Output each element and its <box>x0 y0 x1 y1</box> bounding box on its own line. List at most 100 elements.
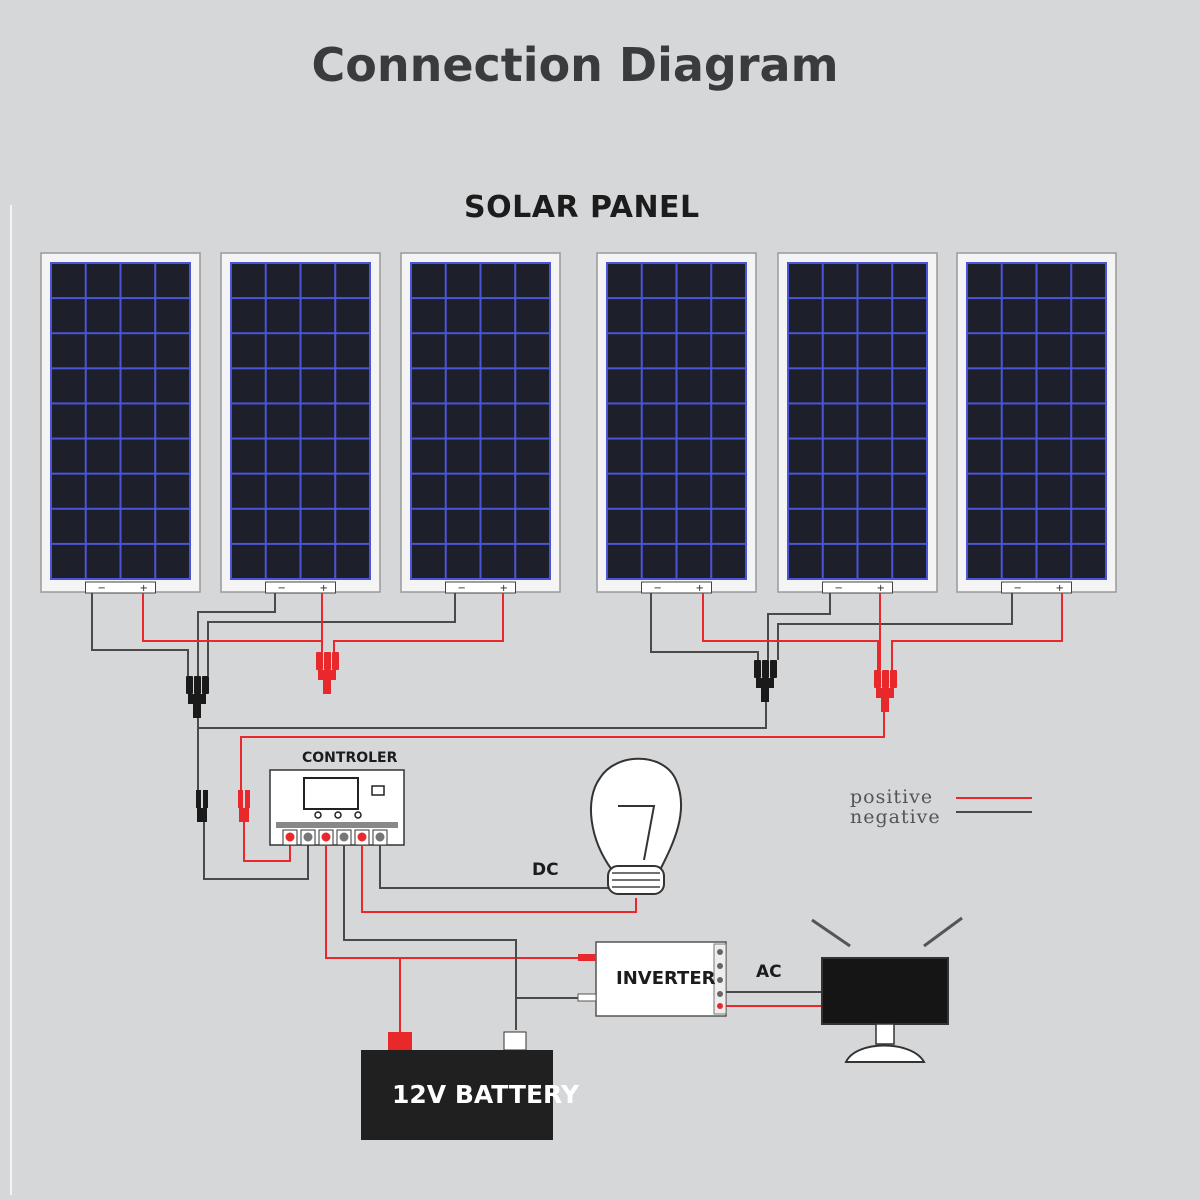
panel-cell <box>481 299 515 333</box>
panel-cell <box>86 474 120 508</box>
panel-cell <box>677 299 711 333</box>
junction-negative-symbol: − <box>654 583 662 594</box>
panel-cell <box>1037 264 1071 298</box>
junction-negative-symbol: − <box>835 583 843 594</box>
negative-wire <box>777 593 1013 660</box>
panel-cell <box>266 544 300 578</box>
tv-antenna <box>811 918 851 948</box>
panel-cell <box>412 544 445 578</box>
inverter-positive-terminal <box>578 954 596 961</box>
battery-positive-terminal <box>388 1032 412 1050</box>
solar-panel: −+ <box>40 252 201 594</box>
panel-cell <box>968 439 1001 473</box>
panel-cell <box>412 334 445 368</box>
connector-body <box>197 808 207 822</box>
connector-body <box>239 808 249 822</box>
page-title: Connection Diagram <box>311 38 839 92</box>
panel-cell <box>858 404 892 438</box>
panel-cell <box>712 299 745 333</box>
legend-positive: positive <box>850 786 934 808</box>
positive-wire <box>333 593 504 652</box>
junction-positive-symbol: + <box>696 583 704 594</box>
panel-cell <box>968 544 1001 578</box>
connector-pin <box>324 652 331 670</box>
panel-cell <box>301 439 335 473</box>
panel-cell <box>677 509 711 543</box>
panel-cell <box>336 264 369 298</box>
panel-cell <box>232 439 265 473</box>
panel-cell <box>858 544 892 578</box>
panel-cell <box>86 299 120 333</box>
panel-cell <box>642 509 676 543</box>
panel-cell <box>712 474 745 508</box>
panel-cell <box>516 474 549 508</box>
panel-cell <box>481 439 515 473</box>
panel-cell <box>789 544 822 578</box>
inverter-port <box>717 991 723 997</box>
panel-cell <box>823 334 857 368</box>
panel-cell <box>156 299 189 333</box>
panel-cell <box>712 264 745 298</box>
negative-trunk-wire <box>197 702 767 729</box>
connector-pin <box>762 660 769 678</box>
connector-tail <box>323 680 331 694</box>
connector-body <box>756 678 774 688</box>
connector-pin <box>754 660 761 678</box>
negative-wire <box>203 822 309 880</box>
panel-cell <box>968 404 1001 438</box>
junction-box <box>85 581 156 594</box>
bulb-filament <box>618 805 656 861</box>
panel-cell <box>516 509 549 543</box>
panel-cell <box>412 474 445 508</box>
panel-cell <box>642 369 676 403</box>
panel-cell <box>446 474 480 508</box>
panel-cell <box>266 404 300 438</box>
panel-cell <box>412 404 445 438</box>
battery-body <box>361 1050 553 1140</box>
panel-cell <box>516 334 549 368</box>
connector-pin <box>882 670 889 688</box>
panel-cell <box>1037 404 1071 438</box>
panel-cell <box>858 264 892 298</box>
panel-cell <box>712 334 745 368</box>
controller-label-strip <box>276 822 398 828</box>
panel-cell <box>121 369 155 403</box>
panel-cell <box>156 334 189 368</box>
negative-wire <box>650 593 759 660</box>
connector-pin <box>196 790 201 808</box>
panel-cell <box>968 299 1001 333</box>
panel-cell <box>121 439 155 473</box>
panel-cell <box>232 404 265 438</box>
panel-cell <box>156 439 189 473</box>
panel-cell <box>121 509 155 543</box>
panel-cell <box>642 264 676 298</box>
light-bulb-icon <box>589 757 683 895</box>
panel-cell <box>516 299 549 333</box>
panel-cell <box>266 299 300 333</box>
positive-inline-connector <box>238 790 250 822</box>
panel-cell <box>481 544 515 578</box>
panel-cell <box>336 369 369 403</box>
negative-inline-connector <box>196 790 208 822</box>
panel-cell <box>336 404 369 438</box>
panel-cell <box>893 264 926 298</box>
junction-negative-symbol: − <box>98 583 106 594</box>
panel-cell <box>1037 299 1071 333</box>
positive-wire <box>891 593 1063 670</box>
legend-negative: negative <box>850 806 941 828</box>
solar-panel-array: −+−+−+−+−+−+ <box>40 252 1117 594</box>
panel-cell <box>893 369 926 403</box>
panel-cell <box>968 264 1001 298</box>
panel-cell <box>481 404 515 438</box>
panel-cell <box>1002 299 1036 333</box>
panel-cell <box>266 439 300 473</box>
panel-cell <box>789 474 822 508</box>
panel-cell <box>789 509 822 543</box>
panel-cell <box>336 334 369 368</box>
connector-pin <box>194 676 201 694</box>
tv-screen <box>821 957 949 1025</box>
panel-cell <box>608 299 641 333</box>
panel-cell <box>516 264 549 298</box>
panel-cell <box>232 299 265 333</box>
